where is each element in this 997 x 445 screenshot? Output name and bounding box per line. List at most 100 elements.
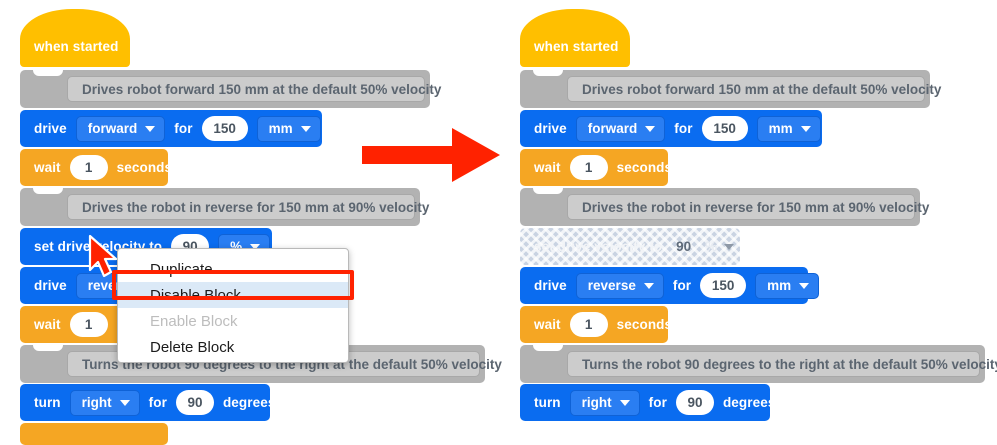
- after-panel: when started Drives robot forward 150 mm…: [500, 0, 997, 445]
- before-panel: when started Drives robot forward 150 mm…: [20, 9, 502, 445]
- run-icon[interactable]: [786, 395, 798, 410]
- when-started-label: when started: [34, 38, 119, 54]
- turn-keyword: turn: [34, 395, 61, 410]
- block-notch: [33, 70, 63, 76]
- run-icon[interactable]: [286, 395, 298, 410]
- comment-text: Drives the robot in reverse for 150 mm a…: [82, 199, 430, 215]
- velocity-keyword: set drive velocity to: [534, 239, 663, 254]
- menu-item-enable-block: Enable Block: [150, 312, 238, 330]
- block-notch: [533, 70, 563, 76]
- block-drive-forward[interactable]: drive forward for 150 mm: [20, 110, 347, 147]
- block-set-drive-velocity-disabled[interactable]: set drive velocity to 90 %: [520, 228, 740, 265]
- unit-dropdown[interactable]: mm: [756, 115, 821, 142]
- for-keyword: for: [174, 121, 193, 136]
- unit-value: mm: [767, 278, 792, 293]
- block-wait-1[interactable]: wait 1 seconds: [20, 149, 172, 186]
- chevron-down-icon: [619, 399, 630, 406]
- block-drive-reverse[interactable]: drive reverse for 150 mm: [520, 267, 846, 304]
- direction-value: forward: [587, 121, 638, 136]
- comment-text: Drives the robot in reverse for 150 mm a…: [582, 199, 930, 215]
- wait-keyword: wait: [534, 317, 561, 332]
- chevron-down-icon: [145, 125, 156, 132]
- block-turn-right[interactable]: turn right for 90 degrees: [520, 384, 798, 421]
- block-notch: [533, 188, 563, 194]
- block-drive-forward[interactable]: drive forward for 150 mm: [520, 110, 847, 147]
- wait-input[interactable]: 1: [569, 312, 608, 337]
- for-keyword: for: [648, 395, 667, 410]
- unit-dropdown[interactable]: mm: [256, 115, 321, 142]
- comment-bubble: Drives robot forward 150 mm at the defau…: [567, 76, 941, 102]
- degrees-label: degrees: [722, 395, 776, 410]
- direction-dropdown[interactable]: right: [569, 389, 640, 416]
- run-icon[interactable]: [335, 121, 347, 136]
- block-when-started[interactable]: when started: [520, 9, 630, 67]
- comment-bubble: Drives robot forward 150 mm at the defau…: [67, 76, 441, 102]
- unit-value: mm: [268, 121, 293, 136]
- degrees-input[interactable]: 90: [675, 390, 714, 415]
- wait-keyword: wait: [534, 160, 561, 175]
- drive-keyword: drive: [34, 121, 67, 136]
- percent-value: %: [705, 239, 718, 254]
- comment-text: Drives robot forward 150 mm at the defau…: [82, 81, 442, 97]
- block-wait-1[interactable]: wait 1 seconds: [520, 149, 672, 186]
- distance-input[interactable]: 150: [701, 116, 748, 141]
- seconds-label: seconds: [616, 317, 673, 332]
- turn-keyword: turn: [534, 395, 561, 410]
- unit-dropdown[interactable]: mm: [755, 272, 820, 299]
- mouse-pointer-icon: [88, 234, 118, 278]
- menu-item-disable-block[interactable]: Disable Block: [118, 282, 348, 308]
- comment-text: Drives robot forward 150 mm at the defau…: [582, 81, 942, 97]
- percent-dropdown[interactable]: %: [705, 239, 735, 254]
- menu-item-duplicate[interactable]: Duplicate: [150, 260, 213, 278]
- wait-input[interactable]: 1: [69, 155, 108, 180]
- unit-value: mm: [768, 121, 793, 136]
- comment-turn-right[interactable]: Turns the robot 90 degrees to the right …: [520, 345, 997, 383]
- seconds-label: seconds: [616, 160, 673, 175]
- direction-dropdown[interactable]: reverse: [575, 272, 664, 299]
- block-notch: [33, 345, 63, 351]
- comment-bubble: Drives the robot in reverse for 150 mm a…: [67, 194, 429, 220]
- block-notch: [533, 345, 563, 351]
- block-partial-next[interactable]: [20, 423, 168, 445]
- block-notch: [33, 188, 63, 194]
- for-keyword: for: [148, 395, 167, 410]
- chevron-down-icon: [643, 282, 654, 289]
- wait-input[interactable]: 1: [69, 312, 108, 337]
- comment-drive-reverse[interactable]: Drives the robot in reverse for 150 mm a…: [520, 188, 929, 226]
- comment-bubble: Drives the robot in reverse for 150 mm a…: [567, 194, 929, 220]
- run-icon[interactable]: [835, 121, 847, 136]
- degrees-input[interactable]: 90: [175, 390, 214, 415]
- arrow-right-icon: [362, 128, 500, 182]
- for-keyword: for: [672, 278, 692, 293]
- run-icon[interactable]: [834, 278, 846, 293]
- distance-input[interactable]: 150: [201, 116, 248, 141]
- direction-dropdown[interactable]: forward: [575, 115, 666, 142]
- direction-value: reverse: [587, 278, 636, 293]
- when-started-label: when started: [534, 38, 619, 54]
- chevron-down-icon: [119, 399, 130, 406]
- seconds-label: seconds: [116, 160, 173, 175]
- comment-drive-forward[interactable]: Drives robot forward 150 mm at the defau…: [520, 70, 941, 108]
- comment-drive-reverse[interactable]: Drives the robot in reverse for 150 mm a…: [20, 188, 429, 226]
- wait-keyword: wait: [34, 317, 61, 332]
- comment-text: Turns the robot 90 degrees to the right …: [582, 356, 997, 372]
- degrees-label: degrees: [222, 395, 276, 410]
- chevron-down-icon: [300, 125, 311, 132]
- drive-keyword: drive: [34, 278, 67, 293]
- direction-value: forward: [87, 121, 138, 136]
- block-wait-1-b[interactable]: wait 1 seconds: [520, 306, 672, 343]
- direction-dropdown[interactable]: right: [69, 389, 140, 416]
- drive-keyword: drive: [534, 278, 567, 293]
- wait-input[interactable]: 1: [569, 155, 608, 180]
- distance-input[interactable]: 150: [700, 273, 747, 298]
- comment-drive-forward[interactable]: Drives robot forward 150 mm at the defau…: [20, 70, 441, 108]
- block-set-drive-velocity[interactable]: set drive velocity to 90 %: [20, 228, 272, 265]
- context-menu[interactable]: Duplicate Disable Block Enable Block Del…: [117, 248, 349, 363]
- block-turn-right[interactable]: turn right for 90 degrees: [20, 384, 298, 421]
- block-when-started[interactable]: when started: [20, 9, 130, 67]
- direction-dropdown[interactable]: forward: [75, 115, 166, 142]
- chevron-down-icon: [800, 125, 811, 132]
- chevron-down-icon: [645, 125, 656, 132]
- menu-item-delete-block[interactable]: Delete Block: [150, 338, 235, 356]
- velocity-input[interactable]: 90: [676, 239, 692, 254]
